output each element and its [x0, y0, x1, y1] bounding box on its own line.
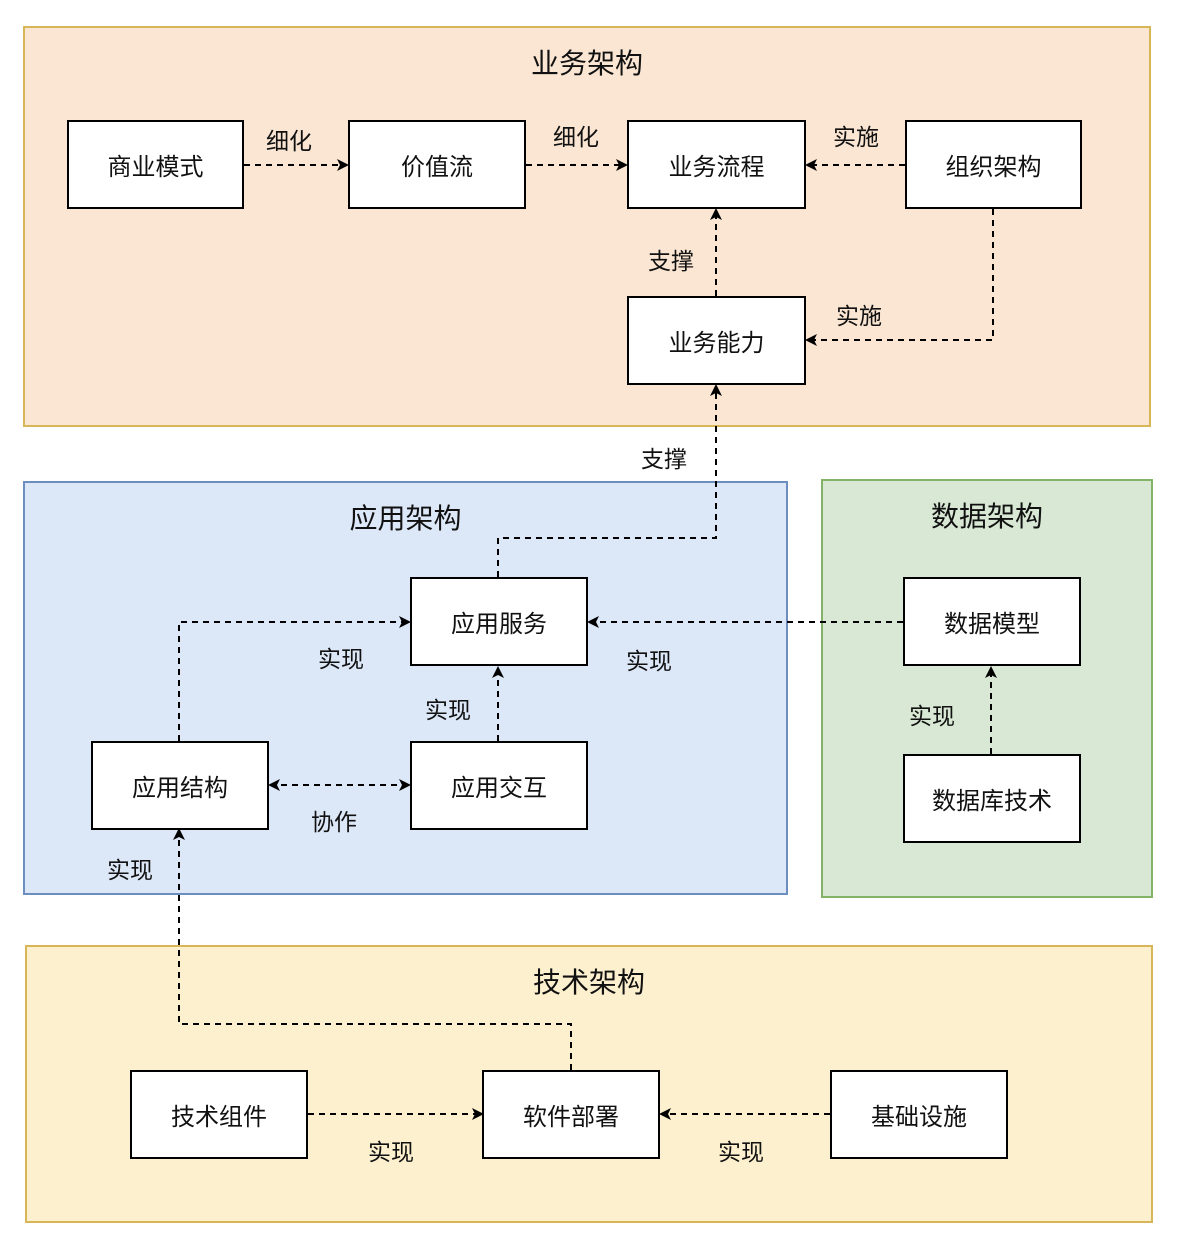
- edge-label-realize-6: 实现: [368, 1140, 414, 1166]
- node-db-technology[interactable]: 数据库技术: [903, 754, 1081, 843]
- technology-architecture-title: 技术架构: [532, 966, 645, 999]
- data-architecture-title: 数据架构: [930, 500, 1043, 533]
- business-architecture-title: 业务架构: [530, 47, 643, 80]
- node-app-structure[interactable]: 应用结构: [91, 741, 269, 830]
- edge-label-implement-2: 实施: [836, 304, 882, 330]
- node-software-deployment[interactable]: 软件部署: [482, 1070, 660, 1159]
- node-business-process[interactable]: 业务流程: [627, 120, 806, 209]
- edge-label-collaborate: 协作: [311, 810, 357, 836]
- application-architecture-title: 应用架构: [349, 502, 462, 535]
- edge-label-support-2: 支撑: [641, 447, 687, 473]
- node-app-interaction[interactable]: 应用交互: [410, 741, 588, 830]
- edge-label-realize-3: 实现: [425, 698, 471, 724]
- node-infrastructure[interactable]: 基础设施: [830, 1070, 1008, 1159]
- node-business-capability[interactable]: 业务能力: [627, 296, 806, 385]
- business-architecture-region: 业务架构: [23, 26, 1151, 427]
- node-data-model[interactable]: 数据模型: [903, 577, 1081, 666]
- edge-label-realize-4: 实现: [909, 704, 955, 730]
- edge-label-realize-1: 实现: [318, 647, 364, 673]
- node-tech-component[interactable]: 技术组件: [130, 1070, 308, 1159]
- edge-label-realize-5: 实现: [107, 858, 153, 884]
- node-value-stream[interactable]: 价值流: [348, 120, 526, 209]
- node-app-service[interactable]: 应用服务: [410, 577, 588, 666]
- node-org-structure[interactable]: 组织架构: [905, 120, 1082, 209]
- edge-label-implement-1: 实施: [833, 125, 879, 151]
- node-business-model[interactable]: 商业模式: [67, 120, 244, 209]
- edge-label-realize-2: 实现: [626, 649, 672, 675]
- edge-label-refine-2: 细化: [553, 125, 599, 151]
- application-architecture-region: 应用架构: [23, 481, 788, 895]
- edge-label-refine-1: 细化: [266, 129, 312, 155]
- edge-label-support-1: 支撑: [648, 249, 694, 275]
- edge-label-realize-7: 实现: [718, 1140, 764, 1166]
